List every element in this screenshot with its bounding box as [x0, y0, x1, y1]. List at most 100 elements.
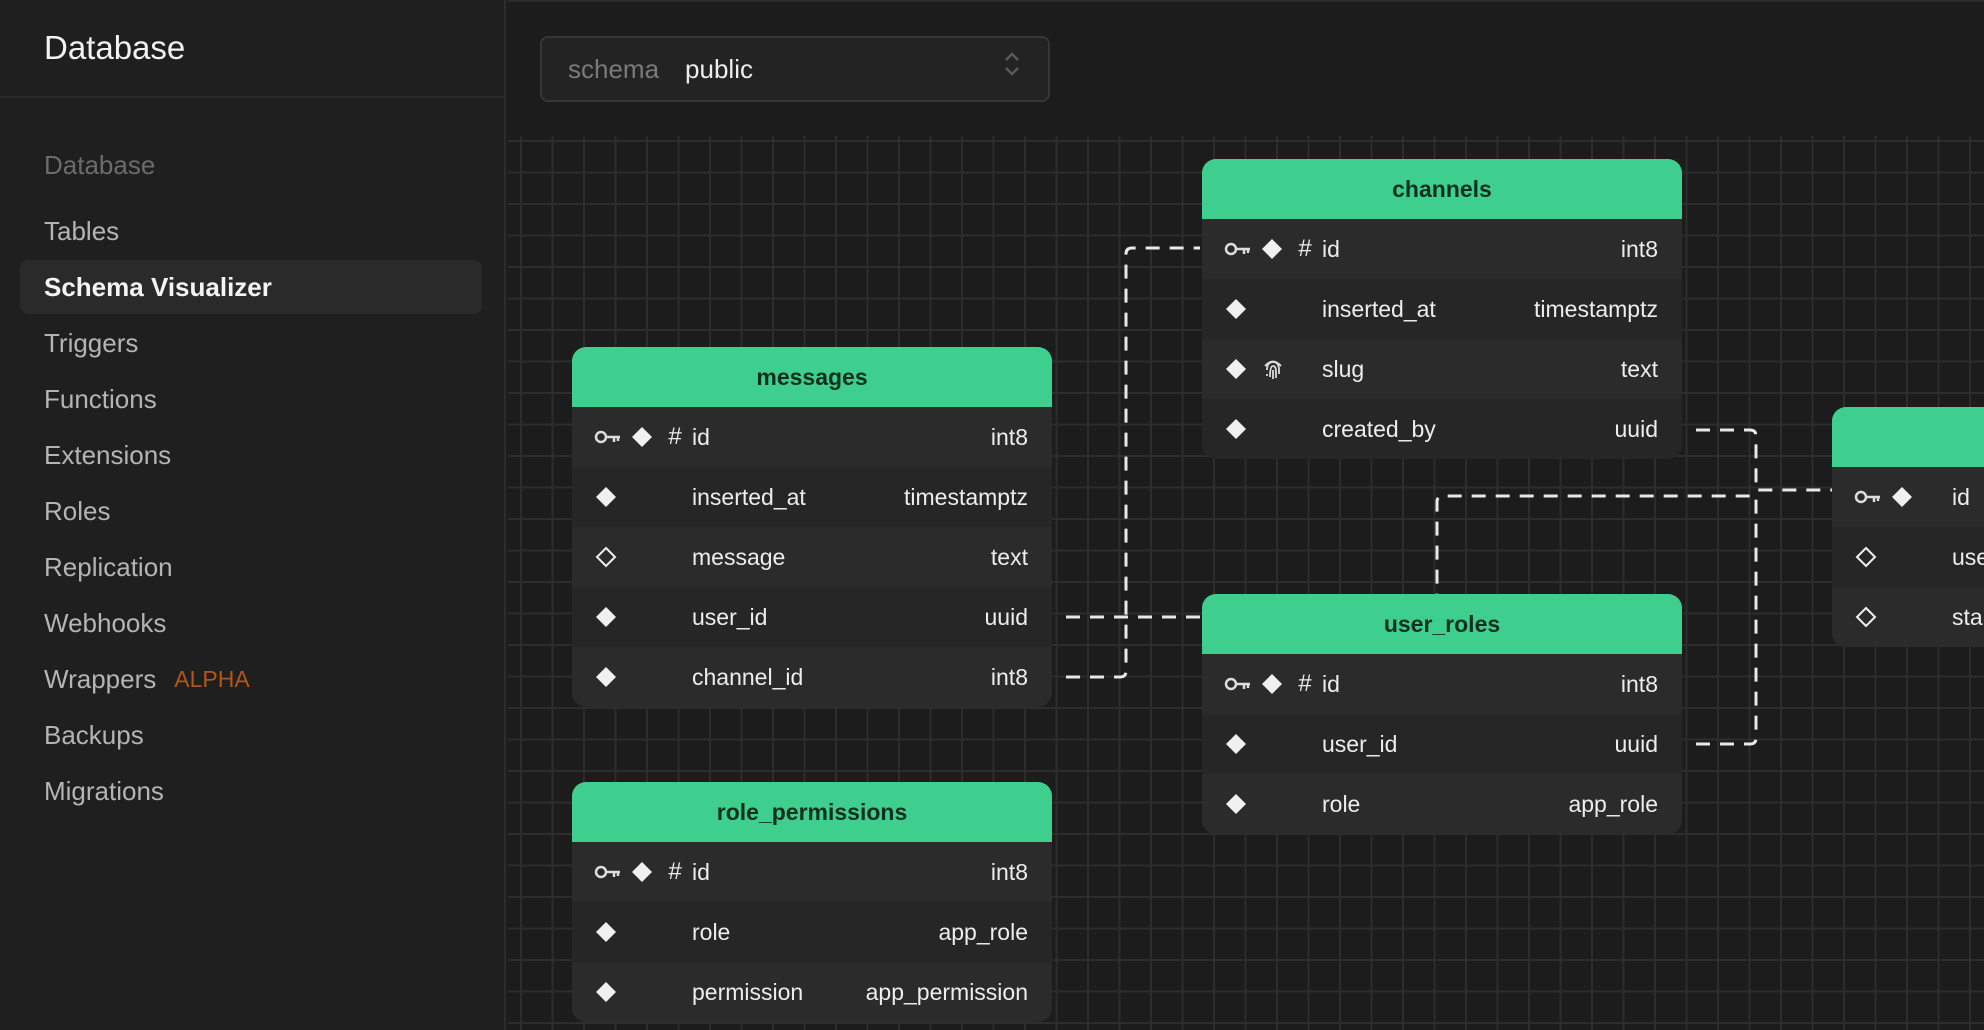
sidebar-item-label: Wrappers — [44, 663, 157, 694]
sidebar-item-roles[interactable]: Roles — [20, 484, 482, 538]
diamond-icon — [594, 485, 618, 509]
column-row[interactable]: inserted_at timestamptz — [1202, 279, 1682, 339]
chevron-up-down-icon — [1004, 52, 1020, 76]
schema-select-label: schema — [568, 53, 660, 84]
hash-icon: # — [1298, 235, 1312, 262]
schema-select-value: public — [685, 53, 753, 84]
column-name: slug — [1322, 355, 1365, 382]
schema-select[interactable]: schema public — [540, 36, 1050, 102]
column-row[interactable]: role app_role — [572, 902, 1052, 962]
diamond-icon — [594, 920, 618, 944]
key-icon — [594, 427, 622, 447]
table-card-role-permissions[interactable]: role_permissions # id int8 role app_role… — [572, 782, 1052, 1022]
column-type: int8 — [990, 423, 1028, 450]
column-type: text — [990, 543, 1028, 570]
diamond-icon — [1224, 792, 1248, 816]
table-card-channels[interactable]: channels # id int8 inserted_at timestamp… — [1202, 159, 1682, 459]
column-name: user_id — [1322, 730, 1398, 757]
sidebar-item-label: Tables — [44, 215, 120, 246]
diamond-icon — [594, 605, 618, 629]
column-row[interactable]: # id int8 — [1202, 654, 1682, 714]
diamond-icon — [1260, 672, 1284, 696]
column-name: use — [1952, 543, 1984, 570]
column-row[interactable]: message text — [572, 527, 1052, 587]
sidebar-item-tables[interactable]: Tables — [20, 204, 482, 258]
table-header: channels — [1202, 159, 1682, 219]
diamond-icon — [630, 425, 654, 449]
sidebar-item-migrations[interactable]: Migrations — [20, 764, 482, 818]
column-name: inserted_at — [1322, 295, 1436, 322]
column-name: user_id — [692, 603, 768, 630]
key-icon — [1224, 239, 1252, 259]
column-name: role — [692, 918, 731, 945]
alpha-badge: ALPHA — [174, 665, 250, 692]
column-type: int8 — [990, 663, 1028, 690]
column-row[interactable]: inserted_at timestamptz — [572, 467, 1052, 527]
table-header — [1832, 407, 1984, 467]
column-name: permission — [692, 978, 804, 1005]
sidebar-item-backups[interactable]: Backups — [20, 708, 482, 762]
column-name: created_by — [1322, 415, 1436, 442]
column-row[interactable]: id — [1832, 467, 1984, 527]
diamond-icon — [1224, 417, 1248, 441]
column-row[interactable]: sta — [1832, 587, 1984, 647]
diamond-icon — [1890, 485, 1914, 509]
column-name: sta — [1952, 603, 1983, 630]
table-card-user-roles[interactable]: user_roles # id int8 user_id uuid role a… — [1202, 594, 1682, 834]
sidebar-item-webhooks[interactable]: Webhooks — [20, 596, 482, 650]
column-row[interactable]: permission app_permission — [572, 962, 1052, 1022]
diamond-icon — [630, 860, 654, 884]
sidebar-item-extensions[interactable]: Extensions — [20, 428, 482, 482]
column-name: channel_id — [692, 663, 804, 690]
table-card-messages[interactable]: messages # id int8 inserted_at timestamp… — [572, 347, 1052, 707]
diamond-outline-icon — [594, 545, 618, 569]
sidebar-item-replication[interactable]: Replication — [20, 540, 482, 594]
sidebar-item-wrappers[interactable]: Wrappers ALPHA — [20, 652, 482, 706]
column-row[interactable]: created_by uuid — [1202, 399, 1682, 459]
sidebar-item-functions[interactable]: Functions — [20, 372, 482, 426]
column-name: id — [1322, 235, 1340, 262]
column-row[interactable]: # id int8 — [572, 842, 1052, 902]
column-row[interactable]: channel_id int8 — [572, 647, 1052, 707]
column-type: uuid — [1614, 415, 1658, 442]
diamond-icon — [594, 980, 618, 1004]
hash-icon: # — [668, 858, 682, 885]
column-row[interactable]: # id int8 — [572, 407, 1052, 467]
sidebar-item-triggers[interactable]: Triggers — [20, 316, 482, 370]
column-type: timestamptz — [904, 483, 1028, 510]
column-row[interactable]: user_id uuid — [572, 587, 1052, 647]
column-name: id — [1322, 670, 1340, 697]
sidebar-item-label: Migrations — [44, 775, 164, 806]
column-row[interactable]: # id int8 — [1202, 219, 1682, 279]
column-type: app_role — [1568, 790, 1658, 817]
sidebar-item-label: Roles — [44, 495, 111, 526]
column-name: role — [1322, 790, 1361, 817]
column-row[interactable]: slug text — [1202, 339, 1682, 399]
key-icon — [1224, 674, 1252, 694]
column-row[interactable]: use — [1832, 527, 1984, 587]
sidebar-item-label: Functions — [44, 383, 157, 414]
column-row[interactable]: role app_role — [1202, 774, 1682, 834]
sidebar-item-label: Webhooks — [44, 607, 167, 638]
column-type: int8 — [1620, 235, 1658, 262]
column-type: app_permission — [865, 978, 1028, 1005]
column-name: message — [692, 543, 786, 570]
sidebar-item-schema-visualizer[interactable]: Schema Visualizer — [20, 260, 482, 314]
column-type: int8 — [990, 858, 1028, 885]
diamond-icon — [1260, 237, 1284, 261]
column-type: timestamptz — [1534, 295, 1658, 322]
top-divider — [508, 0, 1984, 2]
hash-icon: # — [1298, 670, 1312, 697]
sidebar-item-label: Triggers — [44, 327, 139, 358]
sidebar-nav: Tables Schema Visualizer Triggers Functi… — [20, 204, 482, 820]
table-header: role_permissions — [572, 782, 1052, 842]
diamond-icon — [1224, 732, 1248, 756]
diamond-icon — [1224, 297, 1248, 321]
table-header: user_roles — [1202, 594, 1682, 654]
table-card-partial[interactable]: id use sta — [1832, 407, 1984, 647]
diamond-icon — [594, 665, 618, 689]
column-name: id — [692, 423, 710, 450]
key-icon — [594, 862, 622, 882]
column-row[interactable]: user_id uuid — [1202, 714, 1682, 774]
